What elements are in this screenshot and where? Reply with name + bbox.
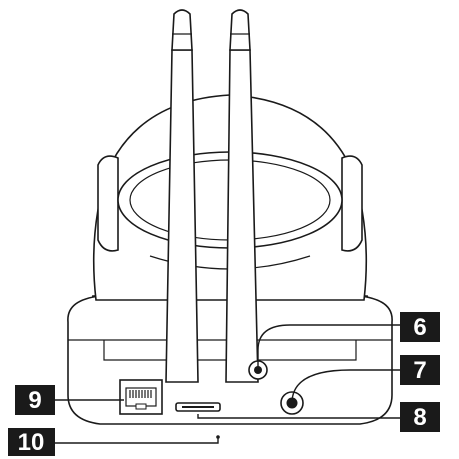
sd-card-slot <box>175 402 221 412</box>
ethernet-port <box>119 379 163 415</box>
callout-10-label: 10 <box>18 429 45 456</box>
callout-6-label: 6 <box>413 314 426 341</box>
callout-9-label: 9 <box>28 387 41 414</box>
callout-10: 10 <box>8 428 55 456</box>
callout-9: 9 <box>15 385 55 415</box>
leader-lines <box>55 324 400 444</box>
antenna-left <box>165 9 199 383</box>
callout-7: 7 <box>400 355 440 385</box>
leader-7 <box>291 369 400 404</box>
power-jack <box>280 391 304 415</box>
leader-8 <box>197 414 400 419</box>
antenna-right <box>225 9 259 383</box>
callout-6: 6 <box>400 312 440 342</box>
leader-6 <box>257 324 400 370</box>
callout-8-label: 8 <box>413 404 426 431</box>
callout-7-label: 7 <box>413 357 426 384</box>
leader-10 <box>55 437 219 444</box>
callout-8: 8 <box>400 402 440 432</box>
